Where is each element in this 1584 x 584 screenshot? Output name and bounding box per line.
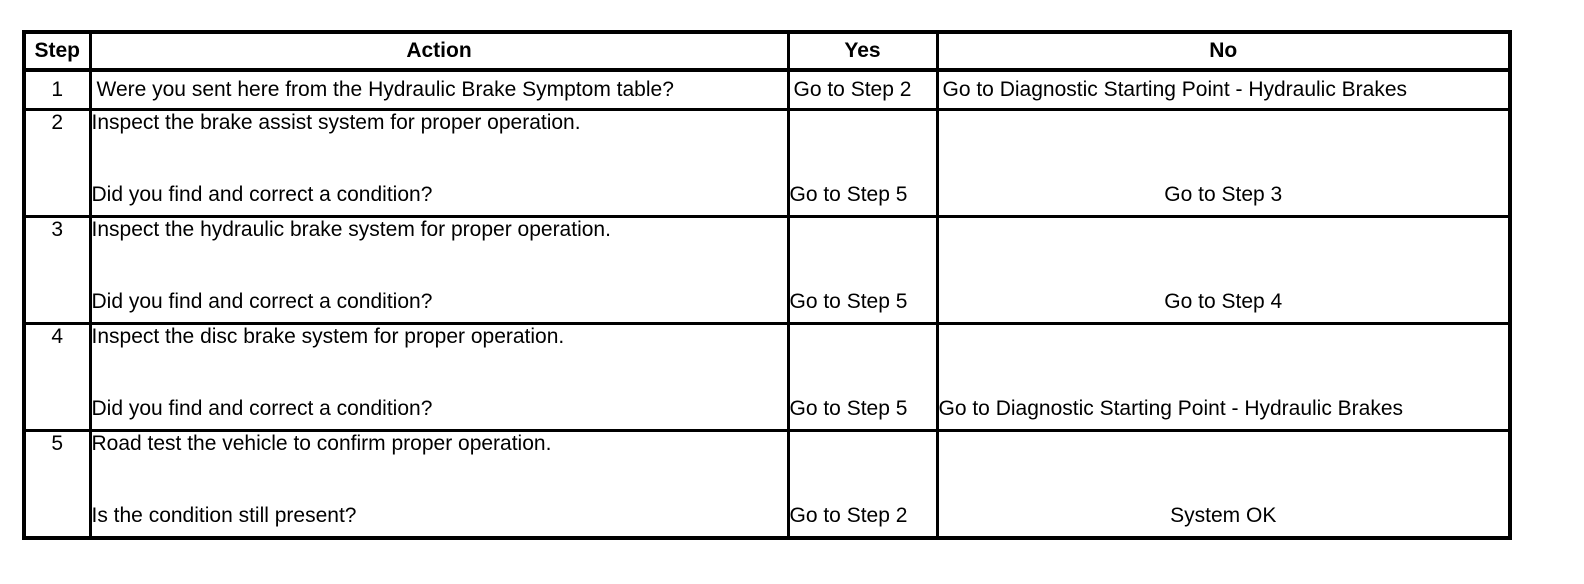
cell-yes-text: Go to Step 5 [789, 397, 908, 420]
cell-step-number: 5 [22, 429, 92, 540]
cell-no: System OK [935, 429, 1512, 540]
action-statement: Road test the vehicle to confirm proper … [91, 432, 552, 455]
cell-yes: Go to Step 5 [786, 108, 939, 218]
cell-no: Go to Step 3 [935, 108, 1512, 218]
cell-action: Inspect the hydraulic brake system for p… [88, 215, 790, 325]
cell-action: Inspect the brake assist system for prop… [88, 108, 790, 218]
column-header-step: Step [22, 30, 92, 72]
action-statement: Inspect the disc brake system for proper… [91, 325, 565, 348]
cell-yes-text: Go to Step 2 [789, 504, 908, 527]
action-question: Did you find and correct a condition? [91, 397, 433, 420]
cell-no-text: Go to Step 3 [1164, 183, 1283, 206]
cell-no: Go to Diagnostic Starting Point - Hydrau… [935, 68, 1512, 111]
column-header-action: Action [88, 30, 790, 72]
cell-step-number: 1 [22, 68, 92, 111]
cell-no-text: Go to Diagnostic Starting Point - Hydrau… [938, 397, 1404, 420]
cell-no-text: System OK [1170, 504, 1277, 527]
table-row: 5 Road test the vehicle to confirm prope… [22, 429, 1512, 540]
cell-step-number: 3 [22, 215, 92, 325]
table-row: 1 Were you sent here from the Hydraulic … [22, 68, 1512, 111]
cell-step-number: 4 [22, 322, 92, 432]
action-statement: Inspect the hydraulic brake system for p… [91, 218, 611, 241]
cell-no-text: Go to Step 4 [1164, 290, 1283, 313]
diagnostic-steps-table: Step Action Yes No 1 Were you sent here … [22, 30, 1512, 540]
action-question: Is the condition still present? [91, 504, 357, 527]
column-header-yes: Yes [786, 30, 939, 72]
table-row: 3 Inspect the hydraulic brake system for… [22, 215, 1512, 325]
table-header-row: Step Action Yes No [22, 30, 1512, 72]
cell-yes: Go to Step 2 [786, 68, 939, 111]
cell-yes-text: Go to Step 5 [789, 183, 908, 206]
cell-no: Go to Step 4 [935, 215, 1512, 325]
table-row: 4 Inspect the disc brake system for prop… [22, 322, 1512, 432]
cell-yes: Go to Step 5 [786, 322, 939, 432]
table-row: 2 Inspect the brake assist system for pr… [22, 108, 1512, 218]
column-header-no: No [935, 30, 1512, 72]
cell-action: Were you sent here from the Hydraulic Br… [88, 68, 790, 111]
cell-no: Go to Diagnostic Starting Point - Hydrau… [935, 322, 1512, 432]
action-question: Did you find and correct a condition? [91, 183, 433, 206]
cell-step-number: 2 [22, 108, 92, 218]
cell-action: Road test the vehicle to confirm proper … [88, 429, 790, 540]
cell-yes: Go to Step 5 [786, 215, 939, 325]
cell-yes: Go to Step 2 [786, 429, 939, 540]
cell-yes-text: Go to Step 5 [789, 290, 908, 313]
cell-action: Inspect the disc brake system for proper… [88, 322, 790, 432]
action-question: Did you find and correct a condition? [91, 290, 433, 313]
action-statement: Inspect the brake assist system for prop… [91, 111, 581, 134]
